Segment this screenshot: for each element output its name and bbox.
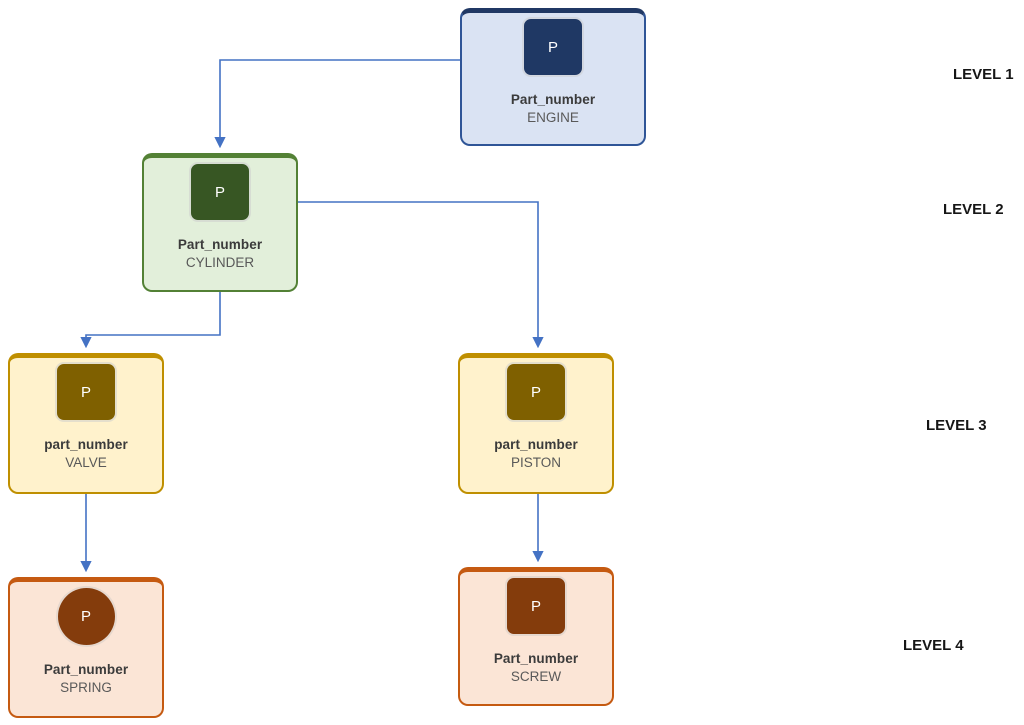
node-attribute-label: Part_number	[510, 92, 596, 107]
part-icon: P	[55, 586, 117, 647]
part-icon: P	[522, 17, 584, 77]
level-4-label: LEVEL 4	[903, 637, 964, 654]
part-icon: P	[55, 362, 117, 422]
node-attribute-label: part_number	[44, 437, 128, 452]
node-attribute-label: Part_number	[493, 651, 579, 666]
node-attribute-label: Part_number	[43, 662, 129, 677]
level-1-label: LEVEL 1	[953, 66, 1014, 83]
node-cylinder[interactable]: P Part_number CYLINDER	[142, 153, 298, 292]
node-value-label: SCREW	[510, 669, 562, 684]
node-attribute-label: Part_number	[177, 237, 263, 252]
edge-cylinder-piston	[298, 201, 544, 349]
level-3-label: LEVEL 3	[926, 417, 987, 434]
edge-cylinder-valve	[80, 292, 221, 349]
node-spring[interactable]: P Part_number SPRING	[8, 577, 164, 718]
edge-engine-cylinder	[214, 59, 460, 149]
node-piston[interactable]: P part_number PISTON	[458, 353, 614, 494]
node-value-label: VALVE	[65, 455, 107, 470]
node-screw[interactable]: P Part_number SCREW	[458, 567, 614, 706]
level-2-label: LEVEL 2	[943, 201, 1004, 218]
part-icon: P	[505, 362, 567, 422]
node-engine[interactable]: P Part_number ENGINE	[460, 8, 646, 146]
node-value-label: PISTON	[510, 455, 561, 470]
part-icon: P	[189, 162, 251, 222]
part-icon: P	[505, 576, 567, 636]
node-value-label: ENGINE	[527, 110, 579, 125]
node-value-label: SPRING	[60, 680, 112, 695]
node-value-label: CYLINDER	[185, 255, 255, 270]
node-attribute-label: part_number	[494, 437, 578, 452]
node-valve[interactable]: P part_number VALVE	[8, 353, 164, 494]
